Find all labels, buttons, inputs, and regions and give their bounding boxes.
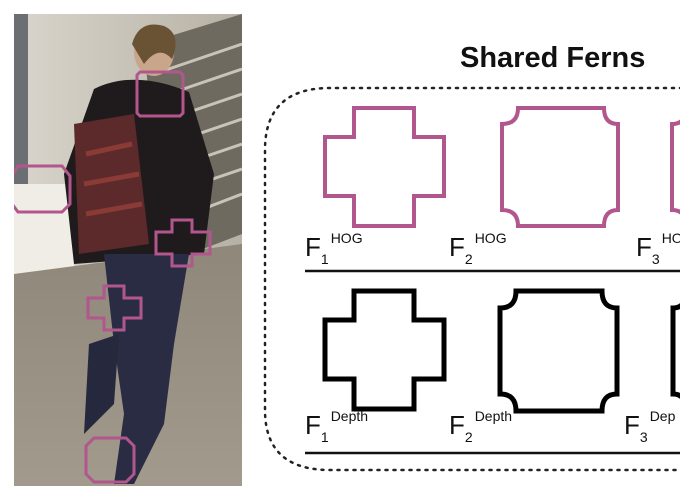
fern-depth-partial-shape — [670, 302, 680, 400]
fern-depth-rounded-square-shape — [497, 288, 620, 414]
pedestrian-photo — [14, 14, 242, 486]
fern-label-hog-3: F3HO — [636, 230, 680, 267]
fern-row-hog — [323, 106, 680, 228]
fern-label-hog-2: F2HOG — [449, 230, 507, 267]
fern-label-hog-1: F1HOG — [305, 230, 363, 267]
fern-row-depth — [322, 288, 680, 414]
fern-depth-cross-shape — [322, 288, 447, 412]
fern-label-depth-2: F2Depth — [449, 408, 513, 445]
part-markers — [14, 70, 212, 484]
pedestrian — [64, 24, 214, 484]
fern-label-depth-1: F1Depth — [305, 408, 369, 445]
diagram-title: Shared Ferns — [460, 42, 646, 74]
fern-hog-cross-shape — [323, 106, 446, 228]
fern-label-depth-3: F3Dep — [624, 408, 676, 445]
fern-hog-partial-shape — [670, 119, 680, 215]
dotted-frame — [263, 86, 680, 472]
fern-hog-rounded-square-shape — [500, 106, 620, 228]
